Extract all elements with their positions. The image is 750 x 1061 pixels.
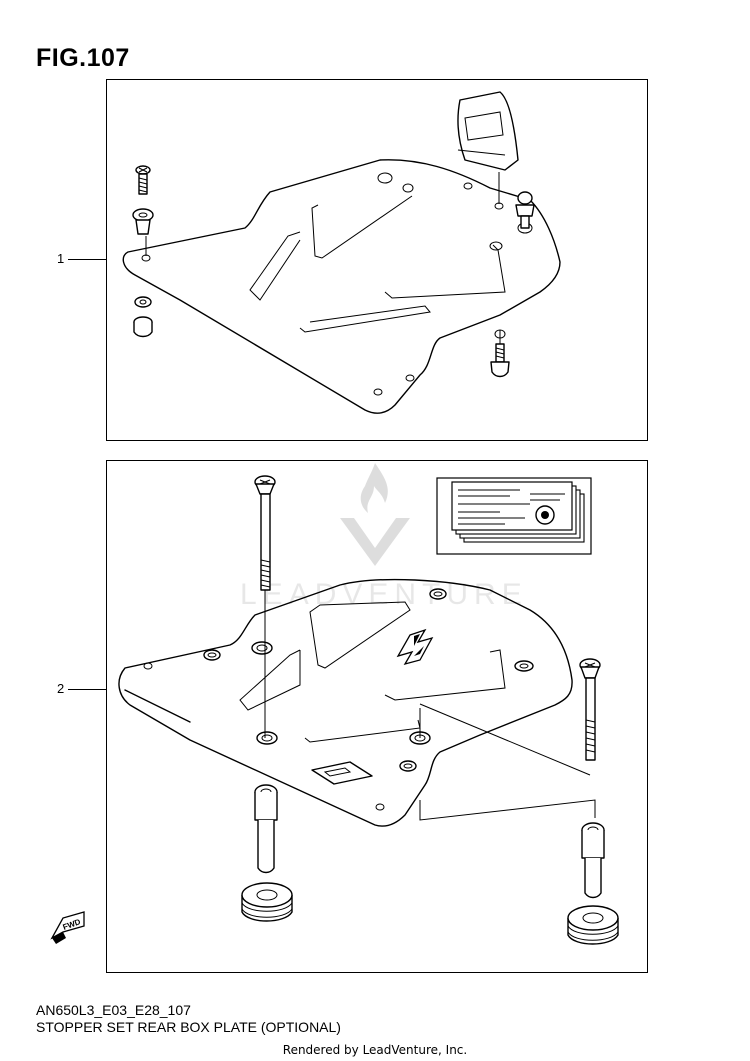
parts-panel-1 bbox=[106, 79, 648, 441]
stud-bolt[interactable] bbox=[515, 191, 535, 229]
grommet-left[interactable] bbox=[132, 208, 154, 235]
callout-2-leader bbox=[68, 689, 106, 690]
damper-right[interactable] bbox=[567, 905, 619, 945]
screw-top-left[interactable] bbox=[135, 165, 151, 195]
collar-left[interactable] bbox=[254, 784, 278, 874]
stopper-plate[interactable] bbox=[122, 159, 561, 414]
callout-2[interactable]: 2 bbox=[57, 681, 65, 696]
figure-title: FIG.107 bbox=[36, 44, 130, 72]
callout-1[interactable]: 1 bbox=[57, 251, 65, 266]
nut-left[interactable] bbox=[133, 316, 153, 338]
footer-credit: Rendered by LeadVenture, Inc. bbox=[282, 1043, 468, 1057]
fwd-arrow-icon: FWD bbox=[50, 911, 85, 944]
leadventure-logo-icon bbox=[330, 458, 420, 573]
collar-right[interactable] bbox=[581, 822, 605, 899]
suzuki-logo-icon bbox=[396, 628, 434, 666]
rear-box-plate[interactable] bbox=[118, 578, 573, 827]
stopper-pad[interactable] bbox=[457, 91, 519, 171]
callout-1-leader bbox=[68, 259, 106, 260]
decal-sheet[interactable] bbox=[436, 477, 592, 555]
washer-left[interactable] bbox=[134, 296, 152, 308]
long-bolt-left[interactable] bbox=[254, 475, 276, 591]
watermark-text: LEADVENTURE bbox=[240, 578, 528, 611]
damper-left[interactable] bbox=[241, 882, 293, 922]
figure-caption: STOPPER SET REAR BOX PLATE (OPTIONAL) bbox=[36, 1019, 341, 1035]
long-bolt-right[interactable] bbox=[579, 658, 601, 761]
model-code: AN650L3_E03_E28_107 bbox=[36, 1002, 191, 1018]
bolt-bottom[interactable] bbox=[490, 343, 510, 378]
